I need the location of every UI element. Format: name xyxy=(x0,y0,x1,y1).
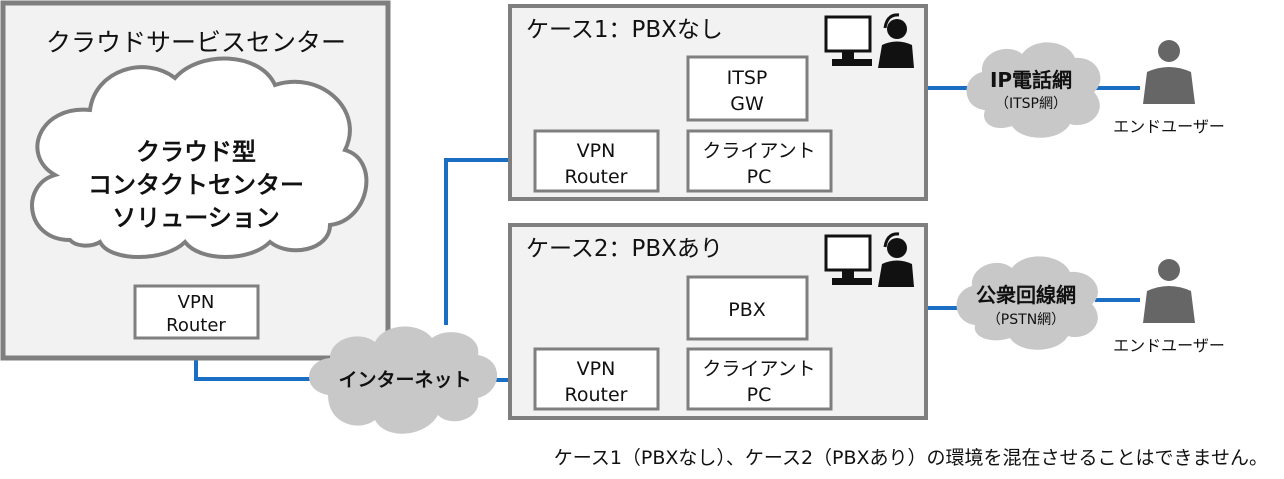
case1-client-pc-line-2: PC xyxy=(747,166,772,188)
link-internet-case1-router xyxy=(444,158,535,325)
case1-end-user-person-icon xyxy=(1143,40,1195,104)
case2-panel: ケース2：PBXあり PBX VPN Router クライアント PC xyxy=(508,223,928,420)
ip-phone-network-line-2: （ITSP網） xyxy=(995,96,1067,112)
case1-end-user: エンドユーザー xyxy=(1113,40,1225,136)
case2-end-user-person-icon xyxy=(1143,259,1195,323)
cloud-solution-line-1: クラウド型 xyxy=(136,138,256,166)
case1-itsp-gw-line-1: ITSP xyxy=(727,67,768,89)
case1-itsp-gw-line-2: GW xyxy=(730,93,764,115)
cloud-solution-line-2: コンタクトセンター xyxy=(88,171,304,199)
case1-vpn-router-line-1: VPN xyxy=(577,140,616,162)
case2-client-pc-line-2: PC xyxy=(747,384,772,406)
case2-end-user-label: エンドユーザー xyxy=(1113,336,1225,355)
case1-panel: ケース1：PBXなし ITSP GW VPN Router クライアント PC xyxy=(508,4,928,201)
case2-operator-icon xyxy=(824,232,914,287)
pstn-network-cloud: 公衆回線網 （PSTN網） xyxy=(956,256,1098,350)
case2-vpn-router-line-2: Router xyxy=(565,384,628,406)
case1-end-user-label: エンドユーザー xyxy=(1113,117,1225,136)
cloud-service-center-title: クラウドサービスセンター xyxy=(46,28,346,57)
ip-phone-network-cloud: IP電話網 （ITSP網） xyxy=(966,42,1101,138)
case2-vpn-router-line-1: VPN xyxy=(577,358,616,380)
cloud-solution-line-3: ソリューション xyxy=(112,204,280,232)
case2-end-user: エンドユーザー xyxy=(1113,259,1225,355)
case1-vpn-router-box xyxy=(533,129,660,193)
case1-title: ケース1：PBXなし xyxy=(526,17,723,43)
coexistence-note: ケース1（PBXなし）、ケース2（PBXあり）の環境を混在させることはできません… xyxy=(554,447,1268,469)
internet-label: インターネット xyxy=(338,369,471,391)
case1-client-pc-box xyxy=(686,129,833,193)
case1-operator-icon xyxy=(824,13,914,68)
center-vpn-router-line-1: VPN xyxy=(178,292,215,313)
internet-cloud-shape xyxy=(309,326,498,434)
case2-pbx-label: PBX xyxy=(728,299,766,321)
case2-client-pc-line-1: クライアント xyxy=(702,358,815,380)
internet-cloud: インターネット xyxy=(309,326,498,434)
pstn-network-line-2: （PSTN網） xyxy=(987,312,1065,328)
case2-client-pc-box xyxy=(686,347,833,411)
case1-itsp-gw-box xyxy=(686,55,809,122)
case1-client-pc-line-1: クライアント xyxy=(702,140,815,162)
pstn-network-line-1: 公衆回線網 xyxy=(976,283,1076,307)
case2-title: ケース2：PBXあり xyxy=(526,236,723,262)
center-vpn-router-box xyxy=(133,284,260,340)
case2-vpn-router-box xyxy=(533,347,660,411)
ip-phone-network-line-1: IP電話網 xyxy=(990,68,1072,92)
case2-pbx-box xyxy=(686,275,809,341)
center-vpn-router-line-2: Router xyxy=(166,315,226,336)
contact-center-cloud xyxy=(30,56,369,259)
cloud-service-center: クラウドサービスセンター クラウド型 コンタクトセンター ソリューション VPN… xyxy=(0,0,391,361)
case1-vpn-router-line-2: Router xyxy=(565,166,628,188)
